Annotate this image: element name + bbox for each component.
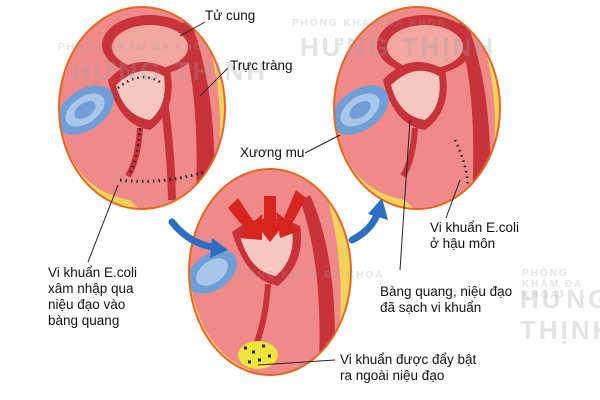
label-uterus: Tử cung — [205, 8, 255, 24]
label-rectum: Trực tràng — [230, 58, 293, 74]
label-ecoli-anus: Vi khuẩn E.coli ở hậu môn — [430, 220, 519, 252]
panel-clean — [322, 0, 525, 220]
label-pubic-bone: Xương mu — [240, 145, 304, 161]
label-clean-bladder: Bàng quang, niệu đạo đã sạch vi khuẩn — [380, 284, 512, 316]
label-flushed-out: Vi khuẩn được đẩy bật ra ngoài niệu đạo — [340, 352, 476, 384]
label-ecoli-entry: Vi khuẩn E.coli xâm nhập qua niệu đạo và… — [48, 265, 137, 329]
panel-flushing — [179, 160, 360, 390]
panel-infection — [47, 0, 250, 220]
